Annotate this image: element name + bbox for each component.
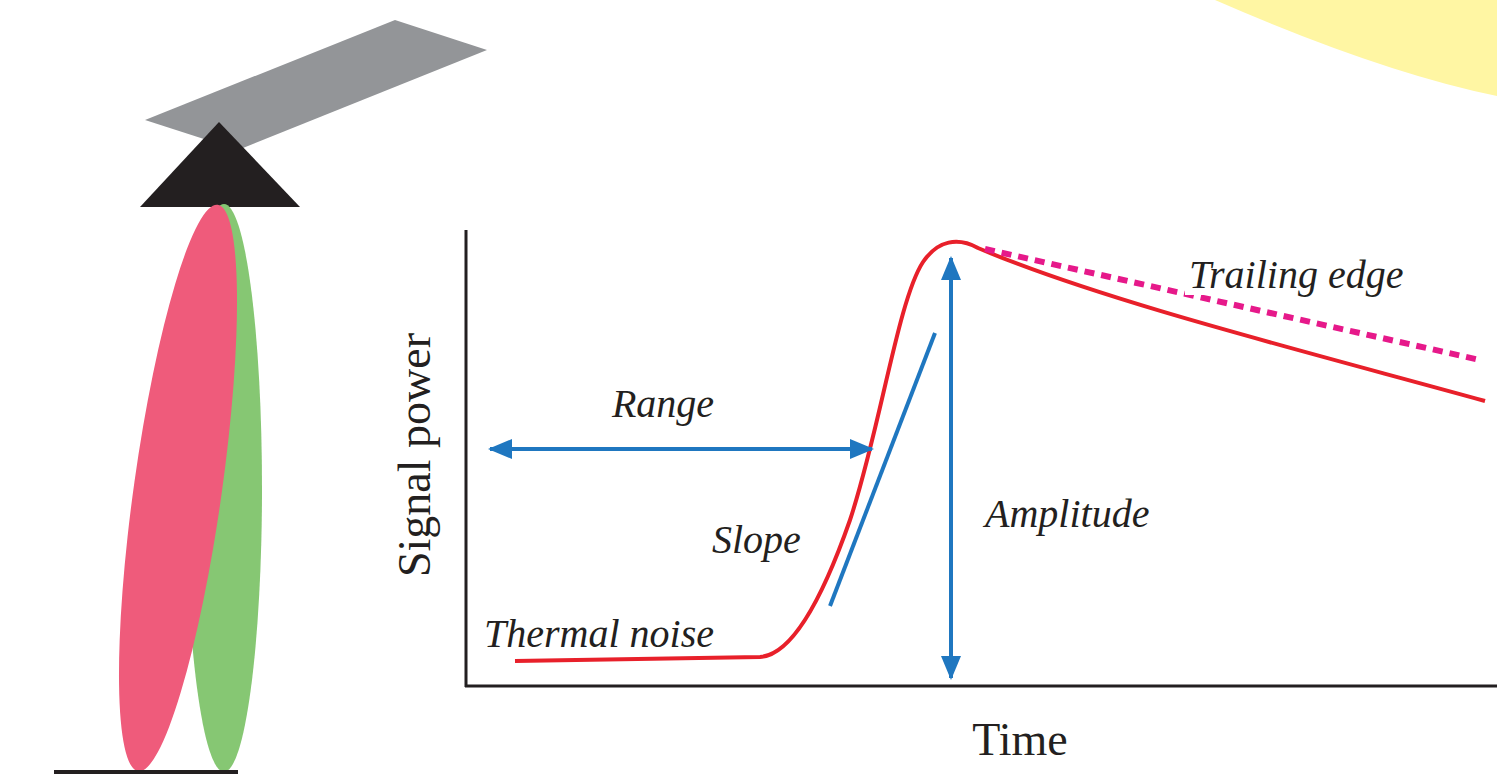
range-label: Range bbox=[612, 384, 714, 424]
waveform bbox=[515, 242, 1485, 661]
noise-label: Thermal noise bbox=[484, 614, 714, 654]
axis-label: Time bbox=[972, 717, 1067, 763]
slope-label: Slope bbox=[712, 520, 801, 560]
ground-line bbox=[54, 770, 238, 774]
trailing-edge-alt bbox=[985, 249, 1480, 360]
slope-line bbox=[830, 333, 935, 606]
trailing-edge-label: Trailing edge bbox=[1185, 255, 1407, 295]
amplitude-label: Amplitude bbox=[985, 494, 1149, 534]
amplitude-arrow bbox=[949, 258, 953, 678]
satellite-body bbox=[140, 122, 300, 207]
axis-label: Signal power bbox=[392, 333, 438, 577]
beam-footprint bbox=[95, 199, 262, 776]
y-axis bbox=[465, 230, 468, 687]
range-arrow bbox=[490, 447, 872, 451]
sun bbox=[1215, 0, 1497, 96]
x-axis bbox=[465, 685, 1497, 688]
solar-panel bbox=[145, 20, 487, 150]
